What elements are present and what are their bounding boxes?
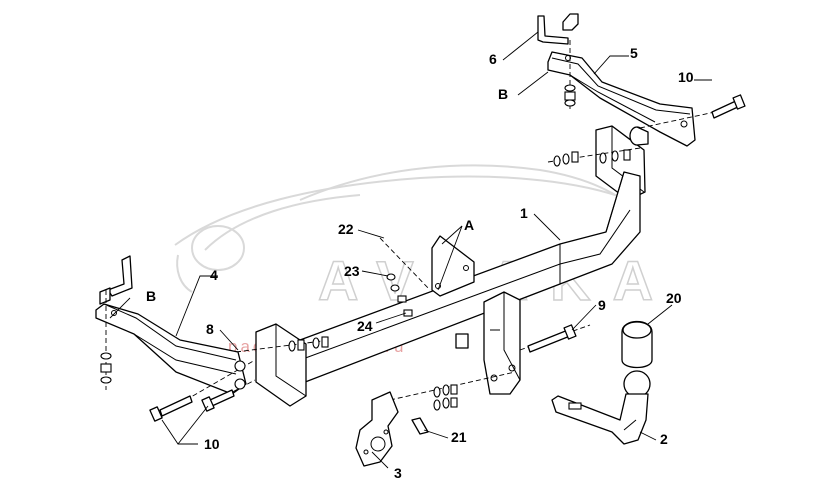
tow-ball-neck — [551, 370, 651, 445]
callout-10-bottom: 10 — [204, 436, 220, 452]
callout-24: 24 — [357, 318, 373, 334]
leader-lines — [109, 31, 712, 469]
callout-3: 3 — [394, 465, 402, 481]
hanger-bolt — [519, 324, 591, 353]
callout-b-left: B — [146, 288, 156, 304]
callout-20: 20 — [666, 290, 682, 306]
left-small-bracket — [99, 255, 133, 305]
socket-screw — [411, 417, 429, 435]
electrical-socket-bracket — [355, 391, 399, 467]
callout-10-top: 10 — [678, 69, 694, 85]
left-nut-group — [235, 336, 331, 353]
callout-1: 1 — [520, 205, 528, 221]
center-plate — [431, 235, 475, 297]
callout-9: 9 — [598, 297, 606, 313]
callout-6: 6 — [489, 51, 497, 67]
callout-labels: 6 5 10 B 1 A 22 23 24 4 B 8 9 20 2 21 3 … — [146, 45, 694, 481]
right-bolt — [639, 94, 746, 129]
right-small-bracket — [537, 13, 579, 45]
right-bracket-nut — [564, 84, 576, 107]
left-bracket-nut — [100, 352, 112, 384]
ball-mount-hanger — [455, 291, 521, 395]
right-nut-group — [547, 147, 641, 167]
center-fastener-stack — [379, 237, 431, 317]
callout-5: 5 — [630, 45, 638, 61]
callout-23: 23 — [344, 263, 360, 279]
hanger-nut-group — [389, 371, 516, 411]
left-bolts — [149, 359, 256, 422]
callout-21: 21 — [451, 429, 467, 445]
callout-b-top: B — [498, 86, 508, 102]
callout-4: 4 — [210, 267, 218, 283]
callout-2: 2 — [660, 431, 668, 447]
left-side-bracket — [95, 303, 247, 395]
callout-8: 8 — [206, 321, 214, 337]
tow-ball-cover — [621, 320, 653, 369]
callout-22: 22 — [338, 221, 354, 237]
callout-a: A — [464, 217, 474, 233]
